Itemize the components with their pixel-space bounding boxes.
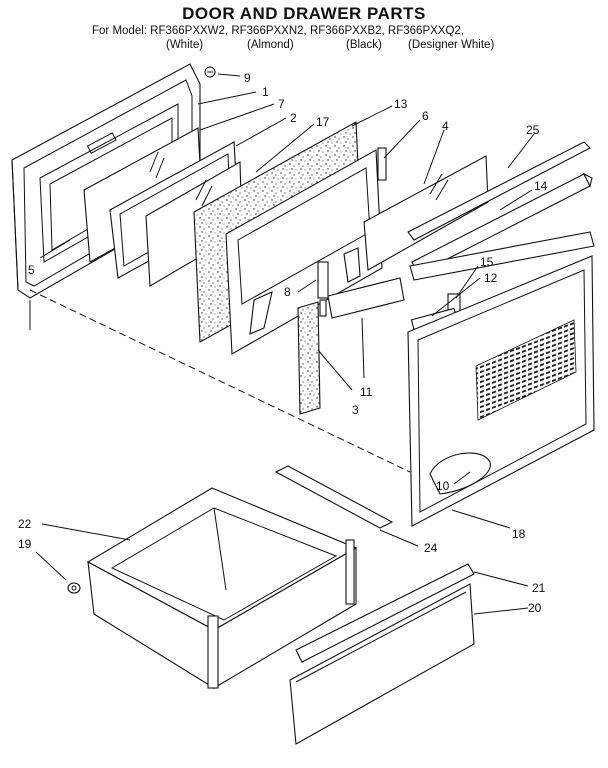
callout-1: 1 [262,85,269,99]
callout-5: 5 [28,263,35,277]
callout-10: 10 [436,479,450,493]
finish-label-black: (Black) [346,39,382,51]
hinge-bracket [317,261,329,317]
drawer-front-trim [295,563,475,663]
model-list: For Model: RF366PXXW2, RF366PXXN2, RF366… [92,25,464,37]
leader-lines [29,73,535,615]
callout-4: 4 [442,119,449,133]
callout-20: 20 [528,601,542,615]
callout-19: 19 [18,537,32,551]
drawer-body [86,487,358,689]
callout-15: 15 [480,255,494,269]
callout-11: 11 [360,385,373,399]
finish-label-almond: (Almond) [247,39,294,51]
callout-12: 12 [484,271,498,285]
finish-label-white: (White) [166,39,204,51]
callout-13: 13 [394,97,408,111]
screw [204,66,216,78]
drawer-rail [274,465,394,529]
door-top-trim [407,141,591,241]
callout-7: 7 [278,97,285,111]
callout-21: 21 [532,581,546,595]
callout-9: 9 [244,71,251,85]
handle-end-caps [409,231,595,331]
finish-label-designer-white: (Designer White) [408,39,495,51]
callout-17: 17 [316,115,330,129]
callout-2: 2 [290,111,297,125]
callout-25: 25 [526,123,540,137]
door-trim-strip [327,277,405,319]
callout-3: 3 [352,403,359,417]
drawer-front-panel [289,583,475,745]
callout-14: 14 [534,179,548,193]
drawer-roller [67,582,81,594]
callout-6: 6 [422,109,429,123]
oven-door-front [407,255,595,527]
outer-door-glass [363,155,489,271]
callout-8: 8 [284,285,291,299]
callout-22: 22 [18,517,32,531]
callout-24: 24 [424,541,438,555]
side-insulation-strip [297,301,321,415]
page-title: DOOR AND DRAWER PARTS [182,4,426,23]
callout-18: 18 [512,527,526,541]
